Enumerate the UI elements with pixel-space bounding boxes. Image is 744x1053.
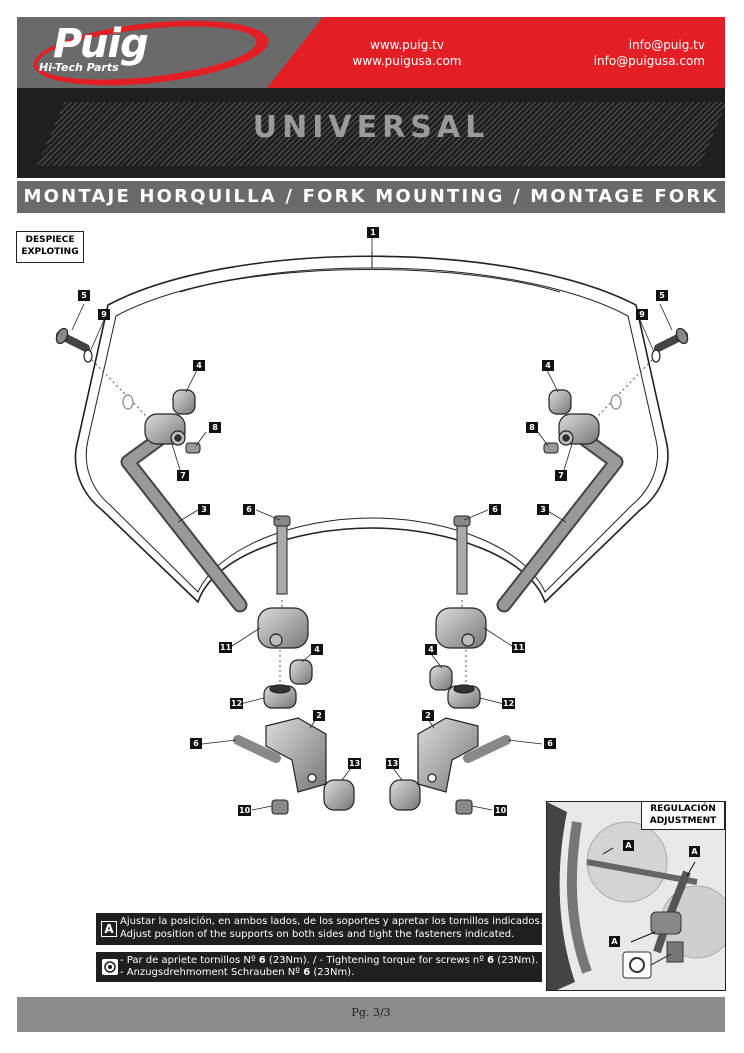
part-number-tag: 2 bbox=[313, 710, 325, 721]
marker-a: A bbox=[623, 840, 634, 851]
banner-title: UNIVERSAL bbox=[252, 110, 490, 145]
brand-tagline: Hi-Tech Parts bbox=[39, 61, 119, 74]
brackets bbox=[265, 717, 479, 793]
title-banner: UNIVERSAL bbox=[17, 88, 725, 178]
vertical-bolts bbox=[273, 515, 471, 595]
email-link[interactable]: info@puigusa.com bbox=[593, 54, 705, 68]
part-number-tag: 5 bbox=[78, 290, 90, 301]
exploded-diagram bbox=[55, 238, 689, 815]
exploded-view-label: DESPIECE EXPLOTING bbox=[16, 231, 84, 263]
website-link[interactable]: www.puigusa.com bbox=[352, 54, 462, 68]
top-screws bbox=[55, 327, 689, 410]
part-number-tag: 10 bbox=[238, 805, 252, 816]
rings bbox=[263, 684, 481, 709]
part-number-tag: 12 bbox=[502, 698, 516, 709]
part-number-tag: 1 bbox=[367, 227, 379, 238]
website-link[interactable]: www.puig.tv bbox=[370, 38, 444, 52]
part-number-tag: 13 bbox=[348, 758, 362, 769]
torque-line: - Anzugsdrehmoment Schrauben Nº 6 (23Nm)… bbox=[120, 967, 355, 978]
part-number-tag: 7 bbox=[177, 470, 189, 481]
part-number-tag: 6 bbox=[190, 738, 202, 749]
marker-a-icon: A bbox=[101, 921, 117, 937]
torque-line: - Par de apriete tornillos Nº 6 (23Nm). … bbox=[120, 955, 539, 966]
part-number-tag: 5 bbox=[656, 290, 668, 301]
adjustment-inset: REGULACIÓN ADJUSTMENT A A A bbox=[546, 801, 726, 991]
page-footer: Pg. 3/3 bbox=[17, 997, 725, 1032]
emails: info@puig.tv info@puigusa.com bbox=[557, 37, 705, 69]
hatch-pattern bbox=[37, 102, 725, 166]
instruction-line: Adjust position of the supports on both … bbox=[120, 929, 515, 940]
adjustment-label: REGULACIÓN ADJUSTMENT bbox=[641, 802, 725, 830]
fork-clamps bbox=[257, 607, 487, 649]
part-number-tag: 10 bbox=[494, 805, 508, 816]
part-number-tag: 3 bbox=[198, 504, 210, 515]
label-line: EXPLOTING bbox=[21, 247, 79, 257]
part-number-tag: 6 bbox=[544, 738, 556, 749]
spacers bbox=[172, 389, 572, 691]
part-number-tag: 3 bbox=[537, 504, 549, 515]
part-number-tag: 6 bbox=[489, 504, 501, 515]
torque-note: - Par de apriete tornillos Nº 6 (23Nm). … bbox=[96, 952, 542, 982]
part-number-tag: 13 bbox=[386, 758, 400, 769]
email-link[interactable]: info@puig.tv bbox=[628, 38, 705, 52]
adjustment-photo bbox=[547, 802, 725, 990]
part-number-tag: 9 bbox=[98, 309, 110, 320]
label-line: REGULACIÓN bbox=[650, 804, 716, 814]
part-number-tag: 11 bbox=[219, 642, 233, 653]
grub-screws bbox=[185, 442, 559, 454]
horizontal-bolts bbox=[233, 735, 511, 763]
part-number-tag: 12 bbox=[230, 698, 244, 709]
instruction-line: Ajustar la posición, en ambos lados, de … bbox=[120, 916, 543, 927]
part-number-tag: 4 bbox=[193, 360, 205, 371]
part-number-tag: 8 bbox=[209, 422, 221, 433]
instruction-a: A Ajustar la posición, en ambos lados, d… bbox=[96, 913, 543, 945]
part-number-tag: 4 bbox=[311, 644, 323, 655]
brand-name: Puig bbox=[53, 21, 149, 67]
nuts bbox=[271, 799, 473, 815]
part-number-tag: 9 bbox=[636, 309, 648, 320]
part-number-tag: 4 bbox=[542, 360, 554, 371]
puig-logo: Puig Hi-Tech Parts bbox=[39, 21, 239, 74]
part-number-tag: 8 bbox=[526, 422, 538, 433]
part-number-tag: 7 bbox=[555, 470, 567, 481]
leader-lines bbox=[71, 238, 673, 811]
part-number-tag: 2 bbox=[422, 710, 434, 721]
header-graphic bbox=[33, 17, 725, 88]
right-clamp bbox=[558, 413, 600, 446]
part-number-tag: 4 bbox=[425, 644, 437, 655]
part-number-tag: 6 bbox=[243, 504, 255, 515]
label-line: ADJUSTMENT bbox=[649, 816, 717, 826]
marker-a: A bbox=[609, 936, 620, 947]
marker-a: A bbox=[689, 846, 700, 857]
part-number-tag: 11 bbox=[512, 642, 526, 653]
rubber-pads bbox=[323, 779, 421, 811]
websites: www.puig.tv www.puigusa.com bbox=[337, 37, 477, 69]
label-line: DESPIECE bbox=[25, 235, 75, 245]
left-clamp bbox=[144, 413, 186, 446]
header-bar: Puig Hi-Tech Parts www.puig.tv www.puigu… bbox=[17, 17, 725, 88]
torque-wrench-icon bbox=[102, 959, 118, 975]
page-subtitle: MONTAJE HORQUILLA / FORK MOUNTING / MONT… bbox=[17, 181, 725, 213]
